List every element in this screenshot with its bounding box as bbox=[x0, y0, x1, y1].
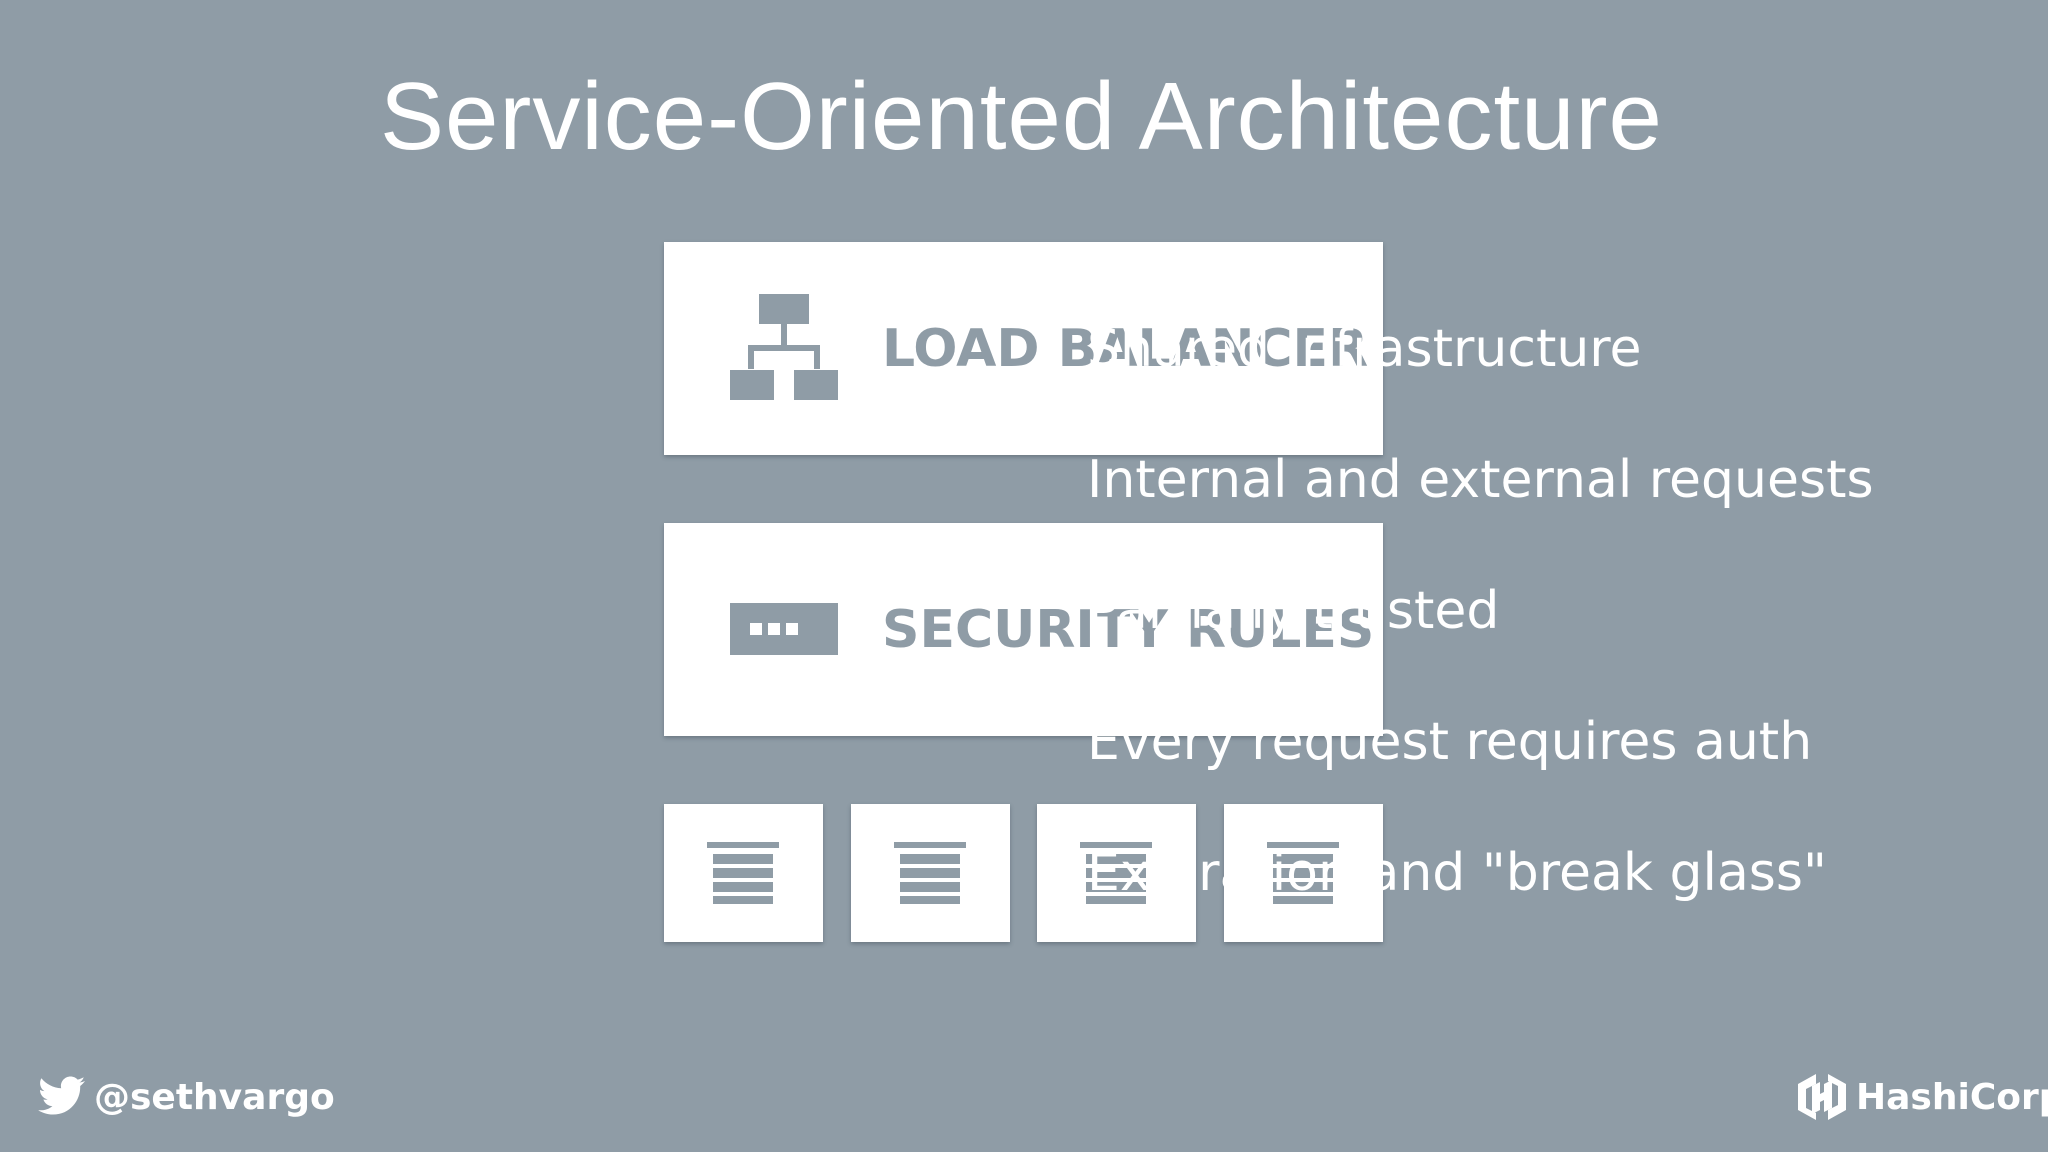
server-box bbox=[664, 804, 823, 942]
server-icon bbox=[1267, 842, 1339, 904]
twitter-attribution: @sethvargo bbox=[38, 1072, 335, 1122]
twitter-bird-icon bbox=[38, 1076, 85, 1115]
bullet-item: Expiration and "break glass" bbox=[1087, 843, 1827, 903]
server-icon bbox=[1080, 842, 1152, 904]
bullet-item: Internal and external requests bbox=[1087, 450, 1874, 510]
server-box bbox=[851, 804, 1010, 942]
twitter-handle: @sethvargo bbox=[94, 1076, 335, 1118]
bullet-item: Every request requires auth bbox=[1087, 712, 1813, 772]
server-icon bbox=[894, 842, 966, 904]
rules-icon bbox=[730, 603, 838, 655]
bullet-item: Shared infrastructure bbox=[1087, 319, 1642, 379]
security-rules-box: SECURITY RULES bbox=[664, 523, 1383, 736]
server-box bbox=[1037, 804, 1196, 942]
bullet-item: Partially trusted bbox=[1087, 581, 1500, 641]
brand-name: HashiCorp bbox=[1856, 1076, 2048, 1118]
server-icon bbox=[707, 842, 779, 904]
slide-title: Service-Oriented Architecture bbox=[380, 63, 1663, 170]
hashicorp-brand: HashiCorp bbox=[1798, 1070, 2048, 1124]
hashicorp-logo-icon bbox=[1798, 1074, 1846, 1120]
load-balancer-box: LOAD BALANCER bbox=[664, 242, 1383, 455]
bullet-list: Shared infrastructure Internal and exter… bbox=[1087, 0, 2027, 1152]
load-balancer-label: LOAD BALANCER bbox=[882, 319, 1369, 379]
server-box bbox=[1224, 804, 1383, 942]
security-rules-label: SECURITY RULES bbox=[882, 600, 1375, 660]
network-topology-icon bbox=[730, 294, 838, 400]
